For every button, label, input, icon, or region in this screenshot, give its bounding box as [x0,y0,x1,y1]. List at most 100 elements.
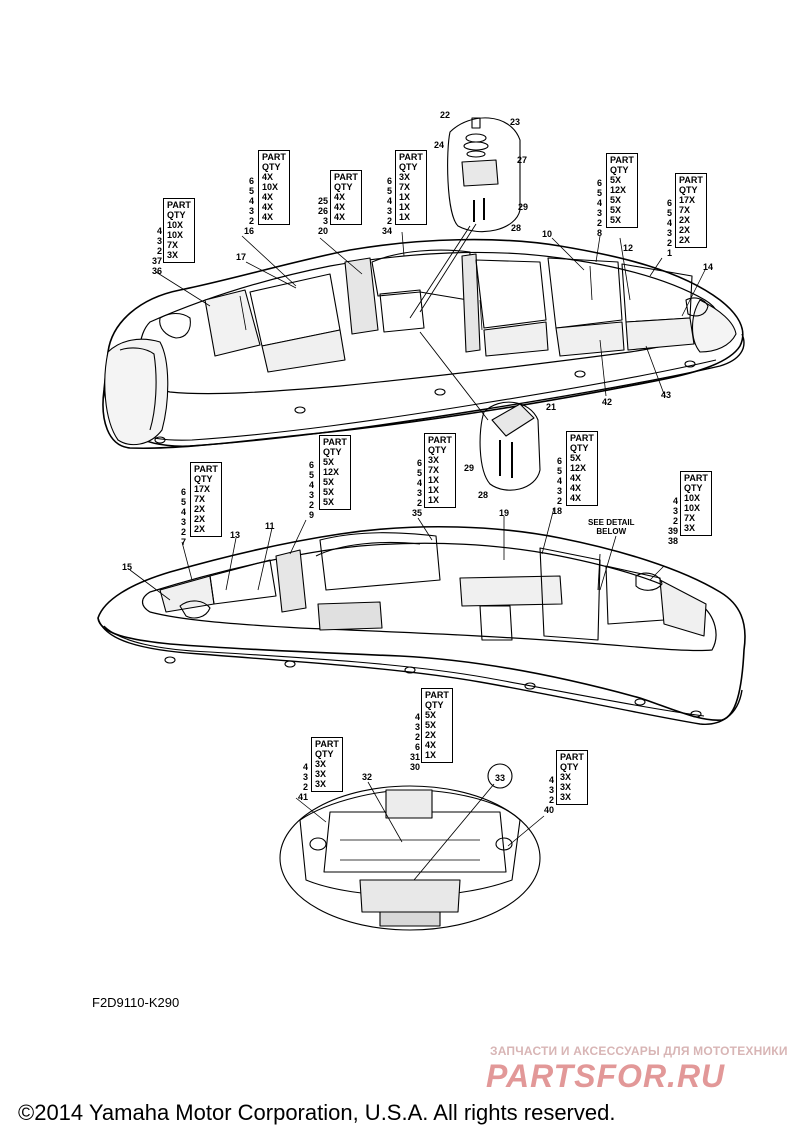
qty-table-t4: PART QTY 3X 7X 1X 1X 1X [395,150,427,225]
part-numbers-t7: 6 5 4 3 2 7 [164,487,186,547]
part-number: 9 [308,510,314,520]
qty-value: 12X [323,467,340,477]
part-number: 2 [302,782,308,792]
part-number: 3 [322,216,328,226]
part-number: 3 [666,228,672,238]
qty-table-t9: PART QTY 3X 7X 1X 1X 1X [424,433,456,508]
qty-header: PART [570,433,594,443]
part-number: 5 [248,186,254,196]
lower-hull-drawing [97,525,746,725]
part-number: 4 [416,478,422,488]
qty-header: PART [679,175,703,185]
qty-value: 5X [425,710,437,720]
qty-value: 3X [315,779,327,789]
qty-value: 12X [610,185,627,195]
qty-value: 4X [570,473,582,483]
qty-table-t11: PART QTY 10X 10X 7X 3X [680,471,712,536]
figure-code: F2D9110-K290 [92,995,180,1010]
qty-value: 5X [610,175,622,185]
part-numbers-t11: 4 3 2 39 38 [656,496,678,546]
part-number: 4 [548,775,554,785]
qty-value: 4X [334,192,346,202]
qty-value: 1X [399,192,411,202]
part-numbers-t13: 4 3 2 41 [286,762,308,802]
qty-header: PART [610,155,634,165]
qty-value: 2X [679,225,691,235]
qty-table-t8: PART QTY 5X 12X 5X 5X 5X [319,435,351,510]
qty-table-t10: PART QTY 5X 12X 4X 4X 4X [566,431,598,506]
qty-value: 4X [425,740,437,750]
part-number: 6 [556,456,562,466]
part-number: 3 [156,236,162,246]
qty-value: 10X [262,182,279,192]
bracket-detail-drawing [419,331,541,491]
part-number: 2 [248,216,254,226]
callout-label: 10 [542,229,553,239]
part-numbers-t12: 4 3 2 6 31 30 [398,712,420,772]
qty-table-t14: PART QTY 3X 3X 3X [556,750,588,805]
qty-value: 3X [560,792,572,802]
part-numbers-t8: 6 5 4 3 2 9 [292,460,314,520]
part-number: 1 [666,248,672,258]
qty-value: 1X [399,212,411,222]
qty-value: 1X [428,485,440,495]
qty-header: QTY [334,182,353,192]
part-number: 7 [180,537,186,547]
part-numbers-t5: 6 5 4 3 2 8 [580,178,602,238]
qty-header: QTY [315,749,334,759]
part-number: 6 [414,742,420,752]
qty-value: 4X [262,202,274,212]
part-numbers-t9: 6 5 4 3 2 35 [400,458,422,518]
qty-value: 7X [194,494,206,504]
callout-label: 11 [265,521,275,531]
part-number: 3 [302,772,308,782]
qty-value: 2X [194,514,206,524]
part-number: 5 [596,188,602,198]
qty-value: 7X [428,465,440,475]
qty-value: 1X [428,475,440,485]
part-number: 4 [248,196,254,206]
qty-value: 3X [167,250,179,260]
callout-label: 28 [478,490,489,500]
qty-value: 7X [684,513,696,523]
part-numbers-t10: 6 5 4 3 2 18 [540,456,562,516]
part-number: 4 [156,226,162,236]
qty-table-t7: PART QTY 17X 7X 2X 2X 2X [190,462,222,537]
callout-label: 22 [440,110,451,120]
part-number: 37 [151,256,162,266]
part-number: 39 [667,526,678,536]
part-number: 4 [308,480,314,490]
qty-value: 1X [399,202,411,212]
qty-value: 5X [425,720,437,730]
part-number: 2 [666,238,672,248]
qty-table-t13: PART QTY 3X 3X 3X [311,737,343,792]
callout-label: 15 [122,562,133,572]
part-number: 4 [386,196,392,206]
part-number: 6 [416,458,422,468]
part-number: 2 [672,516,678,526]
part-number: 5 [386,186,392,196]
see-detail-note: SEE DETAIL BELOW [588,518,635,536]
part-number: 34 [381,226,392,236]
copyright-notice: ©2014 Yamaha Motor Corporation, U.S.A. A… [18,1100,616,1125]
part-number: 3 [308,490,314,500]
part-number: 2 [596,218,602,228]
callout-label: 29 [518,202,529,212]
qty-value: 5X [323,487,335,497]
part-number: 41 [297,792,308,802]
qty-header: QTY [428,445,447,455]
callout-label: 14 [703,262,714,272]
part-number: 31 [409,752,420,762]
part-number: 3 [180,517,186,527]
part-number: 26 [317,206,328,216]
part-number: 3 [414,722,420,732]
part-number: 2 [180,527,186,537]
qty-table-t1: PART QTY 10X 10X 7X 3X [163,198,195,263]
leader-lines [129,231,707,847]
part-number: 3 [386,206,392,216]
part-numbers-t6: 6 5 4 3 2 1 [650,198,672,258]
qty-value: 1X [425,750,437,760]
qty-header: PART [560,752,584,762]
part-number: 3 [416,488,422,498]
